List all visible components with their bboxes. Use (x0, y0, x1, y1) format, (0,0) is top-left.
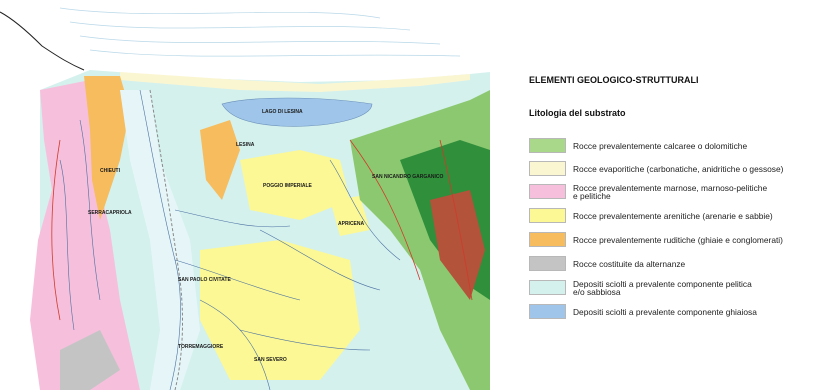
legend-swatch (529, 304, 566, 319)
place-label-san-severo: SAN SEVERO (254, 357, 287, 363)
legend-item-alternanze: Rocce costituite da alternanze (529, 253, 835, 275)
legend-label: Depositi sciolti a prevalente componente… (573, 306, 757, 317)
legend-swatch (529, 256, 566, 271)
conglomerate-west (84, 76, 130, 220)
conglomerate-central (200, 120, 240, 200)
legend-item-calcaree: Rocce prevalentemente calcaree o dolomit… (529, 135, 835, 157)
legend-title: ELEMENTI GEOLOGICO-STRUTTURALI (529, 75, 699, 85)
river-network (59, 89, 401, 390)
arenite-poggio (240, 150, 350, 220)
legend-item-pelitica-sabbiosa: Depositi sciolti a prevalente componente… (529, 277, 835, 299)
legend-label: Rocce evaporitiche (carbonatiche, anidri… (573, 163, 784, 174)
place-label-chieuti: CHIEUTI (100, 168, 121, 174)
place-label-apricena: APRICENA (338, 221, 365, 227)
place-label-poggio-imperiale: POGGIO IMPERIALE (263, 183, 313, 189)
fault-lines (51, 139, 473, 321)
place-label-san-nicandro: SAN NICANDRO GARGANICO (372, 174, 444, 180)
place-label-san-paolo-civitate: SAN PAOLO CIVITATE (178, 277, 231, 283)
legend-label: Rocce costituite da alternanze (573, 258, 686, 269)
legend-swatch (529, 161, 566, 176)
fault-zone-brown (430, 190, 485, 300)
legend-label: Depositi sciolti a prevalente componente… (573, 278, 752, 297)
place-label-lesina: LESINA (236, 142, 255, 148)
legend-subtitle: Litologia del substrato (529, 108, 626, 118)
lagoon (221, 97, 373, 127)
bathymetry-lines (59, 7, 461, 57)
fortore-valley (120, 90, 200, 390)
legend-swatch (529, 208, 566, 223)
legend-label: Rocce prevalentemente arenitiche (arenar… (573, 210, 773, 221)
legend-panel: ELEMENTI GEOLOGICO-STRUTTURALI Litologia… (519, 0, 835, 390)
geological-map-svg: LAGO DI LESINA LESINA POGGIO IMPERIALE S… (0, 7, 490, 390)
legend-item-evaporitiche: Rocce evaporitiche (carbonatiche, anidri… (529, 158, 835, 180)
legend-label: Rocce prevalentemente ruditiche (ghiaie … (573, 234, 783, 245)
legend-item-marnose: Rocce prevalentemente marnose, marnoso-p… (529, 181, 835, 203)
place-label-torremaggiore: TORREMAGGIORE (178, 344, 224, 350)
legend-swatch (529, 280, 566, 295)
admin-boundary (0, 11, 85, 71)
place-label-lago-di-lesina: LAGO DI LESINA (262, 109, 303, 115)
geological-map: LAGO DI LESINA LESINA POGGIO IMPERIALE S… (0, 7, 490, 390)
legend-swatch (529, 184, 566, 199)
legend-swatch (529, 232, 566, 247)
alternances-southwest (60, 330, 120, 390)
legend-item-ruditiche: Rocce prevalentemente ruditiche (ghiaie … (529, 229, 835, 251)
arenite-san-severo (200, 240, 360, 380)
legend-item-ghiaiosa: Depositi sciolti a prevalente componente… (529, 301, 835, 323)
legend-swatch (529, 138, 566, 153)
arenite-apricena (330, 196, 370, 236)
legend-label: Rocce prevalentemente marnose, marnoso-p… (573, 182, 768, 201)
coastal-strip (120, 72, 470, 92)
legend-item-arenitiche: Rocce prevalentemente arenitiche (arenar… (529, 205, 835, 227)
place-label-serracapriola: SERRACAPRIOLA (88, 210, 132, 216)
province-boundary (149, 89, 183, 390)
legend-label: Rocce prevalentemente calcaree o dolomit… (573, 140, 748, 151)
